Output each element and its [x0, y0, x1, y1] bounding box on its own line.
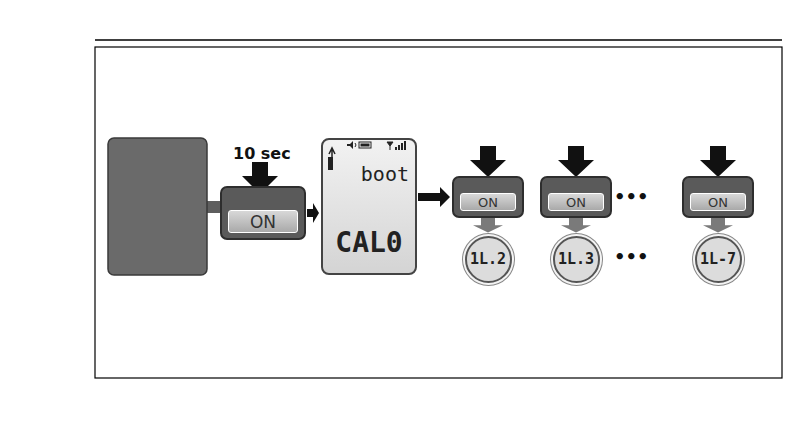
display-readout: 1L-7: [695, 236, 742, 283]
result-arrow: [473, 218, 503, 233]
readout-text: 1L.3: [558, 250, 594, 268]
lcd-mode: CAL0: [335, 226, 402, 259]
on-button: ON: [540, 176, 612, 218]
result-arrow: [703, 218, 733, 233]
flow-arrow: [307, 203, 319, 223]
readout-text: 1L.2: [470, 250, 506, 268]
lcd-status: boot: [361, 162, 409, 186]
button-label: ON: [228, 210, 298, 233]
display-readout: 1L.2: [465, 236, 512, 283]
lcd-display: bootCAL0: [321, 138, 417, 275]
ellipsis: •••: [614, 186, 649, 207]
on-button: ON: [682, 176, 754, 218]
readout-text: 1L-7: [700, 250, 736, 268]
result-arrow: [561, 218, 591, 233]
header-rule: [95, 39, 782, 41]
button-label: ON: [690, 193, 746, 211]
ellipsis: •••: [614, 246, 649, 267]
device-body: [108, 138, 207, 275]
button-label: ON: [460, 193, 516, 211]
button-label: ON: [548, 193, 604, 211]
on-button: ON: [220, 186, 306, 240]
display-readout: 1L.3: [553, 236, 600, 283]
flow-arrow: [418, 187, 450, 207]
frame: [95, 47, 782, 378]
duration-label: 10 sec: [233, 144, 291, 163]
on-button: ON: [452, 176, 524, 218]
